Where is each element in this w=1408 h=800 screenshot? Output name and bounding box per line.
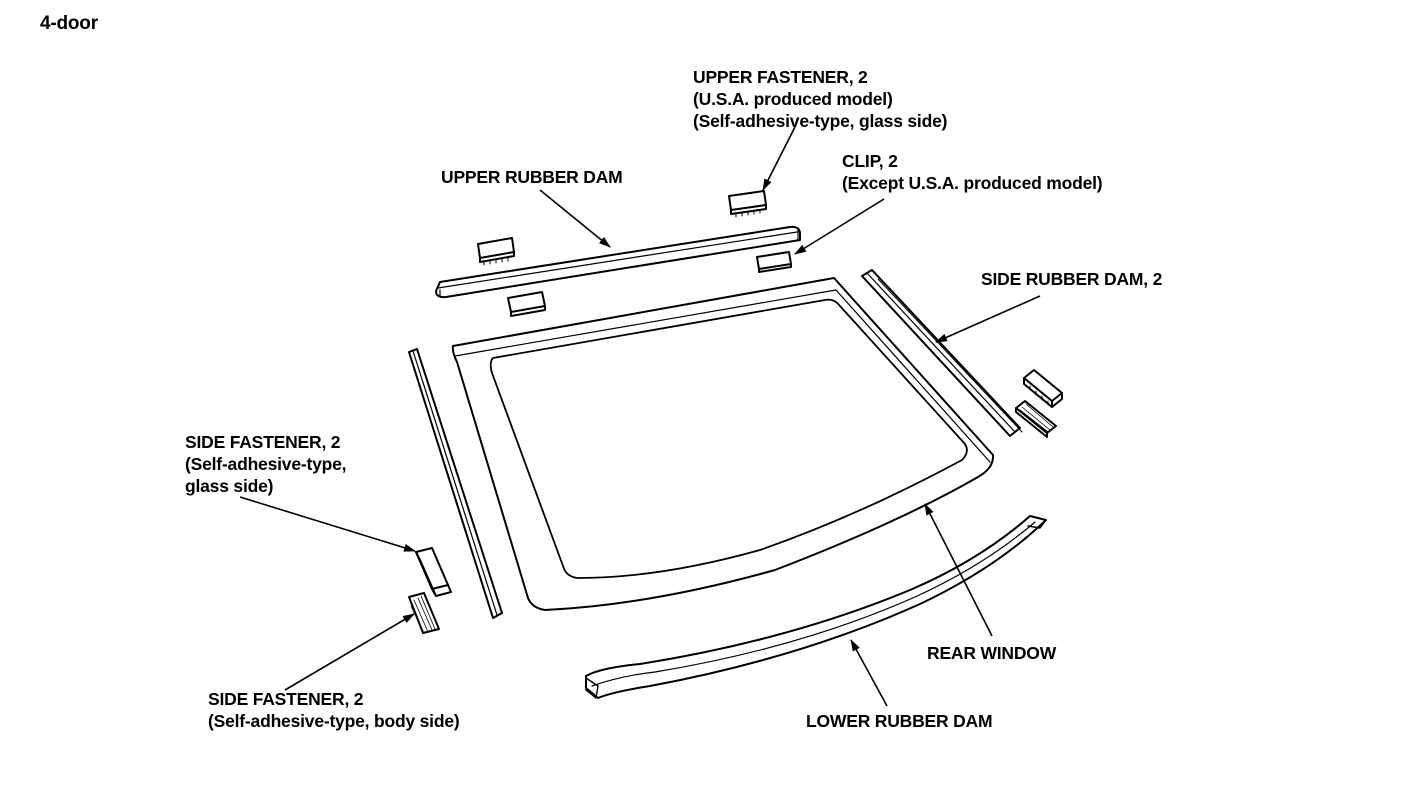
leader-clip — [794, 198, 885, 255]
upper-fastener-left — [477, 237, 515, 266]
label-clip: CLIP, 2 (Except U.S.A. produced model) — [842, 151, 1103, 193]
diagram-title: 4-door — [40, 13, 98, 34]
upper-fastener-right — [728, 190, 767, 218]
leader-side-fastener-body — [284, 613, 415, 691]
side-rubber-dam-left — [408, 348, 503, 619]
label-side-fastener-body-side: SIDE FASTENER, 2 (Self-adhesive-type, bo… — [208, 689, 460, 731]
label-side-fastener-glass-side: SIDE FASTENER, 2 (Self-adhesive-type, gl… — [185, 432, 347, 496]
leader-upper-fastener — [762, 126, 796, 191]
label-upper-rubber-dam: UPPER RUBBER DAM — [441, 167, 623, 187]
label-rear-window: REAR WINDOW — [927, 643, 1057, 663]
side-fastener-left-body — [408, 592, 440, 634]
leader-rear-window — [924, 503, 993, 637]
label-upper-fastener: UPPER FASTENER, 2 (U.S.A. produced model… — [693, 67, 948, 131]
label-lower-rubber-dam: LOWER RUBBER DAM — [806, 711, 993, 731]
clip-left — [507, 291, 546, 317]
side-fastener-right-body — [1015, 400, 1057, 438]
leader-side-rubber-dam — [935, 295, 1041, 343]
lower-rubber-dam — [585, 515, 1047, 699]
side-fastener-left-glass — [415, 547, 452, 597]
label-side-rubber-dam: SIDE RUBBER DAM, 2 — [981, 269, 1163, 289]
rear-window-glass — [451, 277, 995, 611]
upper-rubber-dam — [435, 225, 801, 299]
leader-side-fastener-glass — [239, 496, 416, 552]
side-fastener-right-glass — [1023, 369, 1063, 408]
leader-upper-rubber-dam — [539, 189, 611, 248]
side-rubber-dam-right — [861, 269, 1023, 437]
clip-right — [756, 251, 792, 273]
leader-lower-rubber-dam — [850, 639, 888, 707]
